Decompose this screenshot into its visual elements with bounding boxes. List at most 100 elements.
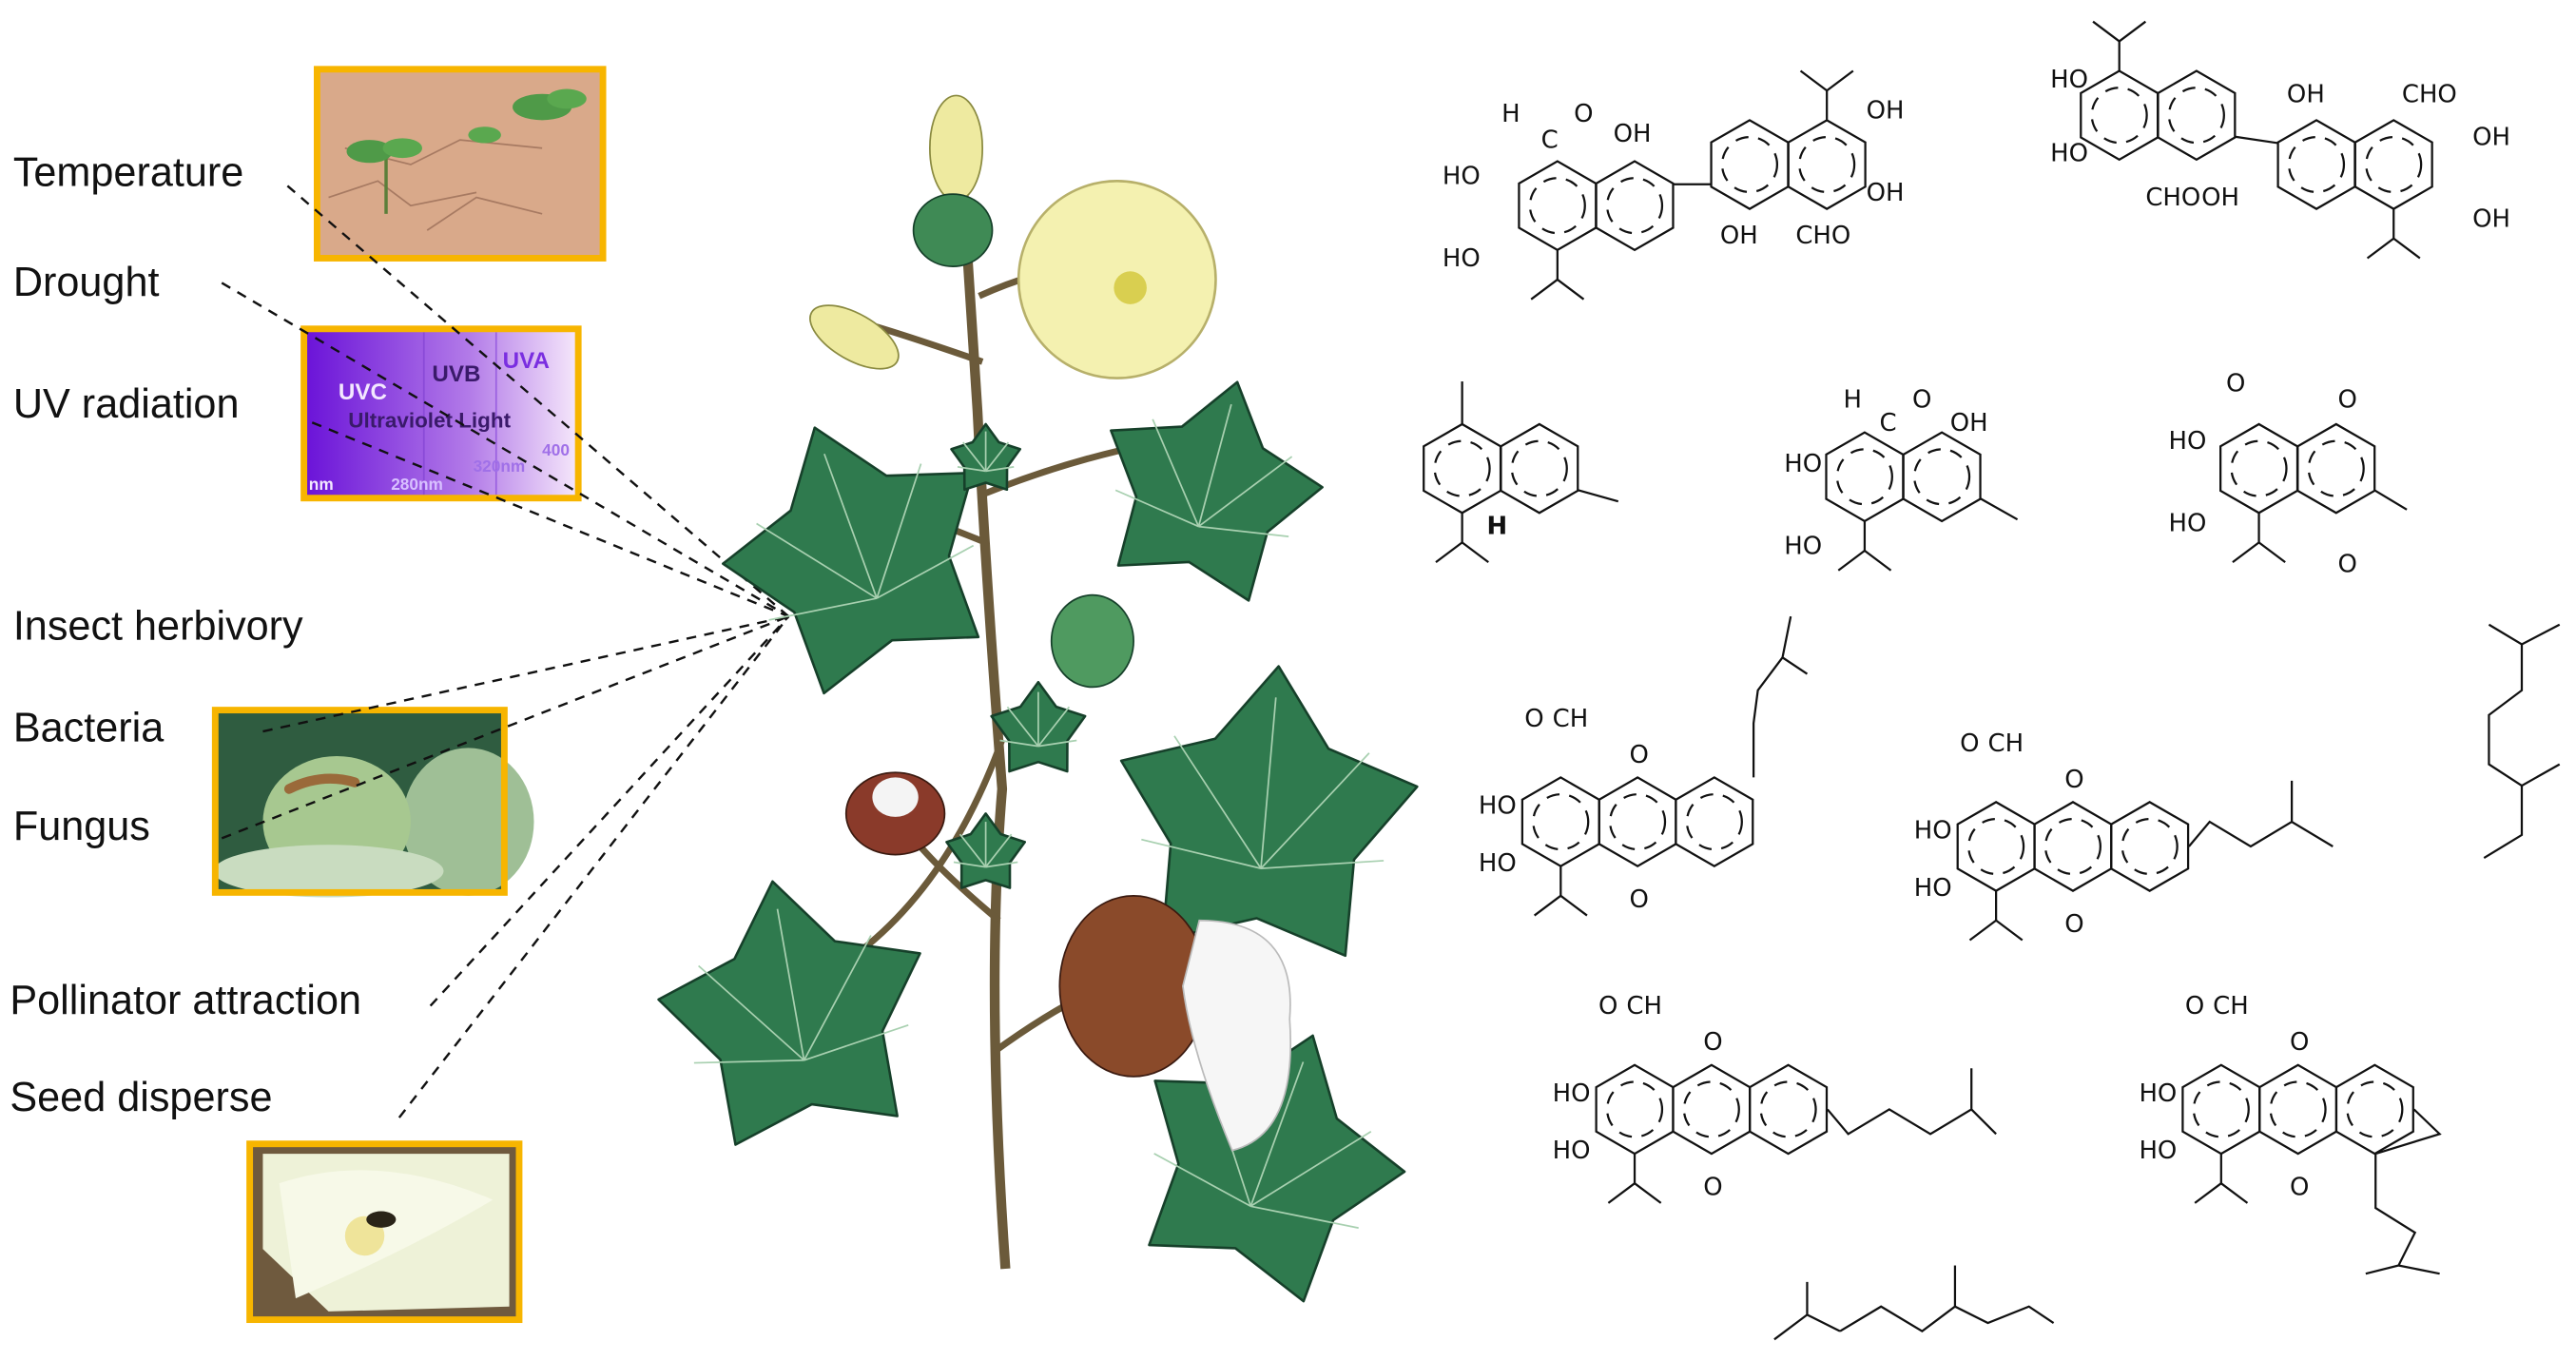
atom-label: HO: [2169, 427, 2207, 456]
aromatic-marker: [2090, 87, 2148, 145]
leaf-vein: [693, 1059, 804, 1064]
atom-label: O: [1629, 885, 1648, 914]
leaf-vein: [768, 597, 878, 621]
isopropyl: [1530, 278, 1585, 301]
isopropyl: [1799, 69, 1854, 92]
atom-label: C: [1879, 409, 1896, 437]
leaf: [950, 422, 1022, 492]
aromatic-marker: [1835, 448, 1893, 506]
flower-bud: [929, 94, 984, 202]
uv-label-320: 320nm: [474, 457, 526, 476]
leaf-vein: [876, 463, 922, 599]
leaf-vein: [959, 833, 987, 868]
atom-label: CH: [1987, 729, 2024, 758]
atom-label: O: [1629, 741, 1648, 769]
atom-label: H: [1487, 513, 1508, 541]
flower-bud: [809, 304, 900, 370]
atom-label: H: [1501, 100, 1520, 128]
isopropyl: [2232, 540, 2286, 564]
atom-label: OH: [1950, 409, 1988, 437]
atom-label: O: [1912, 386, 1931, 415]
aromatic-marker: [1798, 135, 1856, 194]
ring: [2157, 69, 2237, 162]
atom-label: O: [2337, 550, 2356, 578]
bond: [2373, 489, 2408, 511]
cotton-fiber: [872, 777, 919, 817]
leaf-vein: [1249, 1131, 1372, 1208]
atom-label: CH: [1553, 705, 1589, 733]
leaf-vein: [698, 964, 805, 1061]
molecule-cadinene: H: [1487, 513, 1508, 541]
atom-label: OH: [1720, 222, 1758, 250]
uv-label-uvc: UVC: [339, 379, 387, 405]
atom-labels: H O C OH HO HO OH CHO OH OH HO HO CHO OH…: [1443, 66, 2510, 579]
atom-label: OH: [2472, 123, 2510, 151]
leaf-blade: [1119, 665, 1419, 958]
leaf: [657, 880, 921, 1146]
isopropyl: [2366, 237, 2421, 260]
bond: [1979, 496, 2019, 521]
atom-label: HO: [1784, 450, 1822, 478]
leaf-vein: [1037, 739, 1077, 748]
aromatic-marker: [1682, 1080, 1740, 1138]
molecule-hemigossypolone: O O HO HO O: [2169, 369, 2357, 578]
ring: [1675, 776, 1754, 868]
myrcene: [1773, 1281, 1841, 1341]
aromatic-marker: [1759, 1080, 1817, 1138]
aromatic-marker: [1532, 793, 1590, 851]
leaf-vein: [1141, 838, 1262, 869]
aromatic-marker: [2269, 1080, 2327, 1138]
ring: [1902, 431, 1982, 523]
atom-label: OH: [1867, 179, 1905, 207]
label-temperature: Temperature: [13, 149, 243, 195]
atom-label: OH: [2472, 205, 2510, 234]
atom-label: HO: [1784, 532, 1822, 560]
bond: [1577, 489, 1619, 503]
leaf: [990, 680, 1087, 773]
aromatic-marker: [2365, 135, 2423, 194]
leaf: [722, 426, 980, 695]
uv-label-nm: nm: [309, 475, 334, 494]
leaf-vein: [804, 1024, 909, 1061]
isopropyl: [2092, 20, 2147, 43]
atom-label: O: [2064, 766, 2083, 794]
leaf-vein: [1197, 456, 1293, 528]
aromatic-marker: [2121, 817, 2179, 876]
atom-label: O: [2290, 1028, 2309, 1057]
atom-label: O: [1574, 100, 1593, 128]
atom-label: CHO: [2145, 184, 2200, 212]
leaf-vein: [1114, 489, 1199, 528]
leaf-vein: [823, 453, 878, 599]
ocimene: [2488, 623, 2561, 646]
isopropyl: [1607, 1181, 1662, 1204]
leaf-vein: [756, 522, 878, 599]
atom-label: HO: [1443, 163, 1481, 191]
atom-label: CHO: [2402, 80, 2457, 108]
aromatic-marker: [1609, 793, 1667, 851]
leaf-vein: [1197, 403, 1232, 527]
aromatic-marker: [1720, 135, 1779, 194]
leaf-vein: [1152, 418, 1200, 527]
atom-label: OH: [2201, 184, 2239, 212]
atom-label: O: [1524, 705, 1543, 733]
label-insect-herbivory: Insect herbivory: [13, 603, 303, 649]
photo-insect-on-boll: [211, 707, 534, 898]
prenyl-chain: [1752, 615, 1809, 778]
photo-drought-seedlings: [313, 66, 607, 262]
leaf-vein: [953, 861, 986, 868]
molecule-gossypol-2: HO HO CHO OH OH CHO OH OH: [2050, 66, 2510, 234]
atom-label: CHO: [1795, 222, 1850, 250]
ring: [1787, 119, 1867, 210]
uv-title: Ultraviolet Light: [348, 408, 511, 432]
atom-label: C: [1541, 126, 1559, 155]
ring: [2296, 422, 2376, 515]
aromatic-marker: [2307, 439, 2365, 497]
isopropyl: [1837, 549, 1892, 572]
flower-center: [1114, 271, 1147, 304]
cotton-plant-illustration: [657, 94, 1419, 1303]
atom-label: O: [1703, 1028, 1722, 1057]
aromatic-marker: [1528, 177, 1586, 235]
atom-label: OH: [2287, 80, 2325, 108]
atom-label: O: [2064, 910, 2083, 939]
